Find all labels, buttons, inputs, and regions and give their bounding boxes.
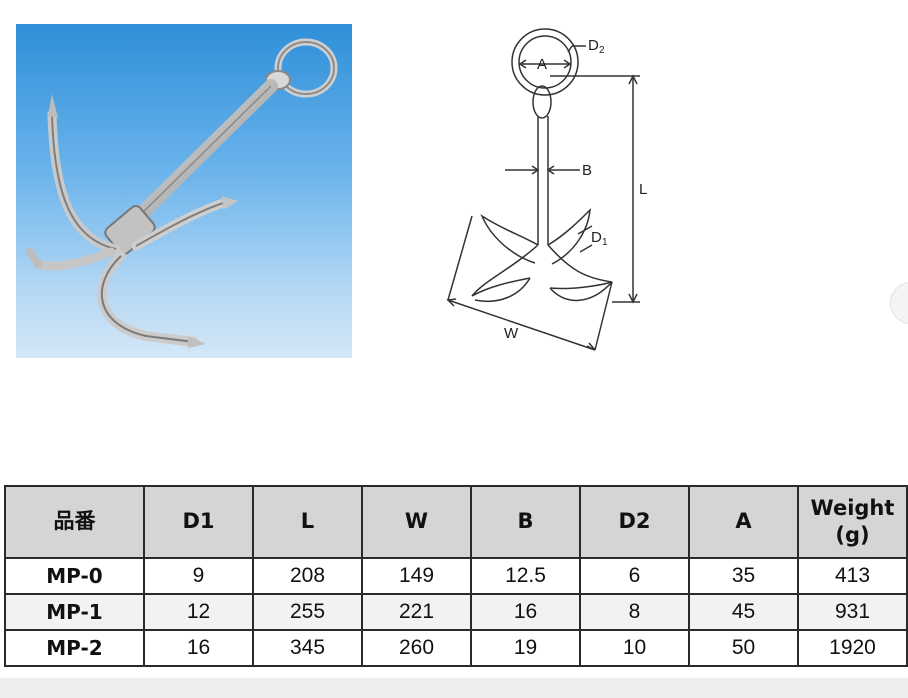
ring-outer: [511, 28, 579, 96]
label-d2-sub: 2: [599, 45, 605, 56]
cell-d2: 8: [579, 593, 690, 631]
grappling-anchor-icon: [26, 38, 338, 348]
cell-b: 19: [470, 629, 581, 667]
table-header-row: 品番 D1 L W B D2 A Weight (g): [4, 485, 908, 559]
cell-weight: 931: [797, 593, 908, 631]
cell-l: 345: [252, 629, 363, 667]
cell-w: 260: [361, 629, 472, 667]
label-b: B: [582, 162, 592, 179]
label-w: W: [504, 325, 519, 342]
header-weight: Weight (g): [797, 485, 908, 559]
cell-d2: 10: [579, 629, 690, 667]
header-b: B: [470, 485, 581, 559]
cell-d1: 16: [143, 629, 254, 667]
cell-d2: 6: [579, 557, 690, 595]
cell-weight: 413: [797, 557, 908, 595]
cell-a: 35: [688, 557, 799, 595]
label-d1-sub: 1: [602, 237, 608, 248]
table-row: MP-0 9 208 149 12.5 6 35 413: [4, 557, 908, 595]
cell-part-number: MP-2: [4, 629, 145, 667]
cell-a: 45: [688, 593, 799, 631]
table-row: MP-1 12 255 221 16 8 45 931: [4, 593, 908, 631]
cell-part-number: MP-0: [4, 557, 145, 595]
spec-table: 品番 D1 L W B D2 A Weight (g) MP-0 9 208 1…: [4, 485, 908, 667]
header-weight-line2: (g): [835, 523, 870, 547]
bottom-strip: [0, 678, 908, 698]
header-a: A: [688, 485, 799, 559]
label-a: A: [537, 56, 547, 73]
product-photo: [16, 24, 352, 358]
dimension-diagram: A D 2 B L D 1 W: [446, 28, 647, 351]
header-w: W: [361, 485, 472, 559]
cell-w: 221: [361, 593, 472, 631]
label-l: L: [639, 181, 647, 198]
cell-a: 50: [688, 629, 799, 667]
cell-d1: 12: [143, 593, 254, 631]
header-d2: D2: [579, 485, 690, 559]
label-d2: D: [588, 37, 599, 54]
cell-b: 12.5: [470, 557, 581, 595]
cell-l: 208: [252, 557, 363, 595]
carousel-next-button[interactable]: [890, 282, 908, 324]
table-row: MP-2 16 345 260 19 10 50 1920: [4, 629, 908, 667]
cell-w: 149: [361, 557, 472, 595]
cell-weight: 1920: [797, 629, 908, 667]
label-d1: D: [591, 229, 602, 246]
cell-b: 16: [470, 593, 581, 631]
cell-part-number: MP-1: [4, 593, 145, 631]
header-part-number: 品番: [4, 485, 145, 559]
header-d1: D1: [143, 485, 254, 559]
ring-inner: [518, 35, 572, 89]
header-l: L: [252, 485, 363, 559]
header-weight-line1: Weight: [810, 495, 895, 520]
cell-d1: 9: [143, 557, 254, 595]
cell-l: 255: [252, 593, 363, 631]
